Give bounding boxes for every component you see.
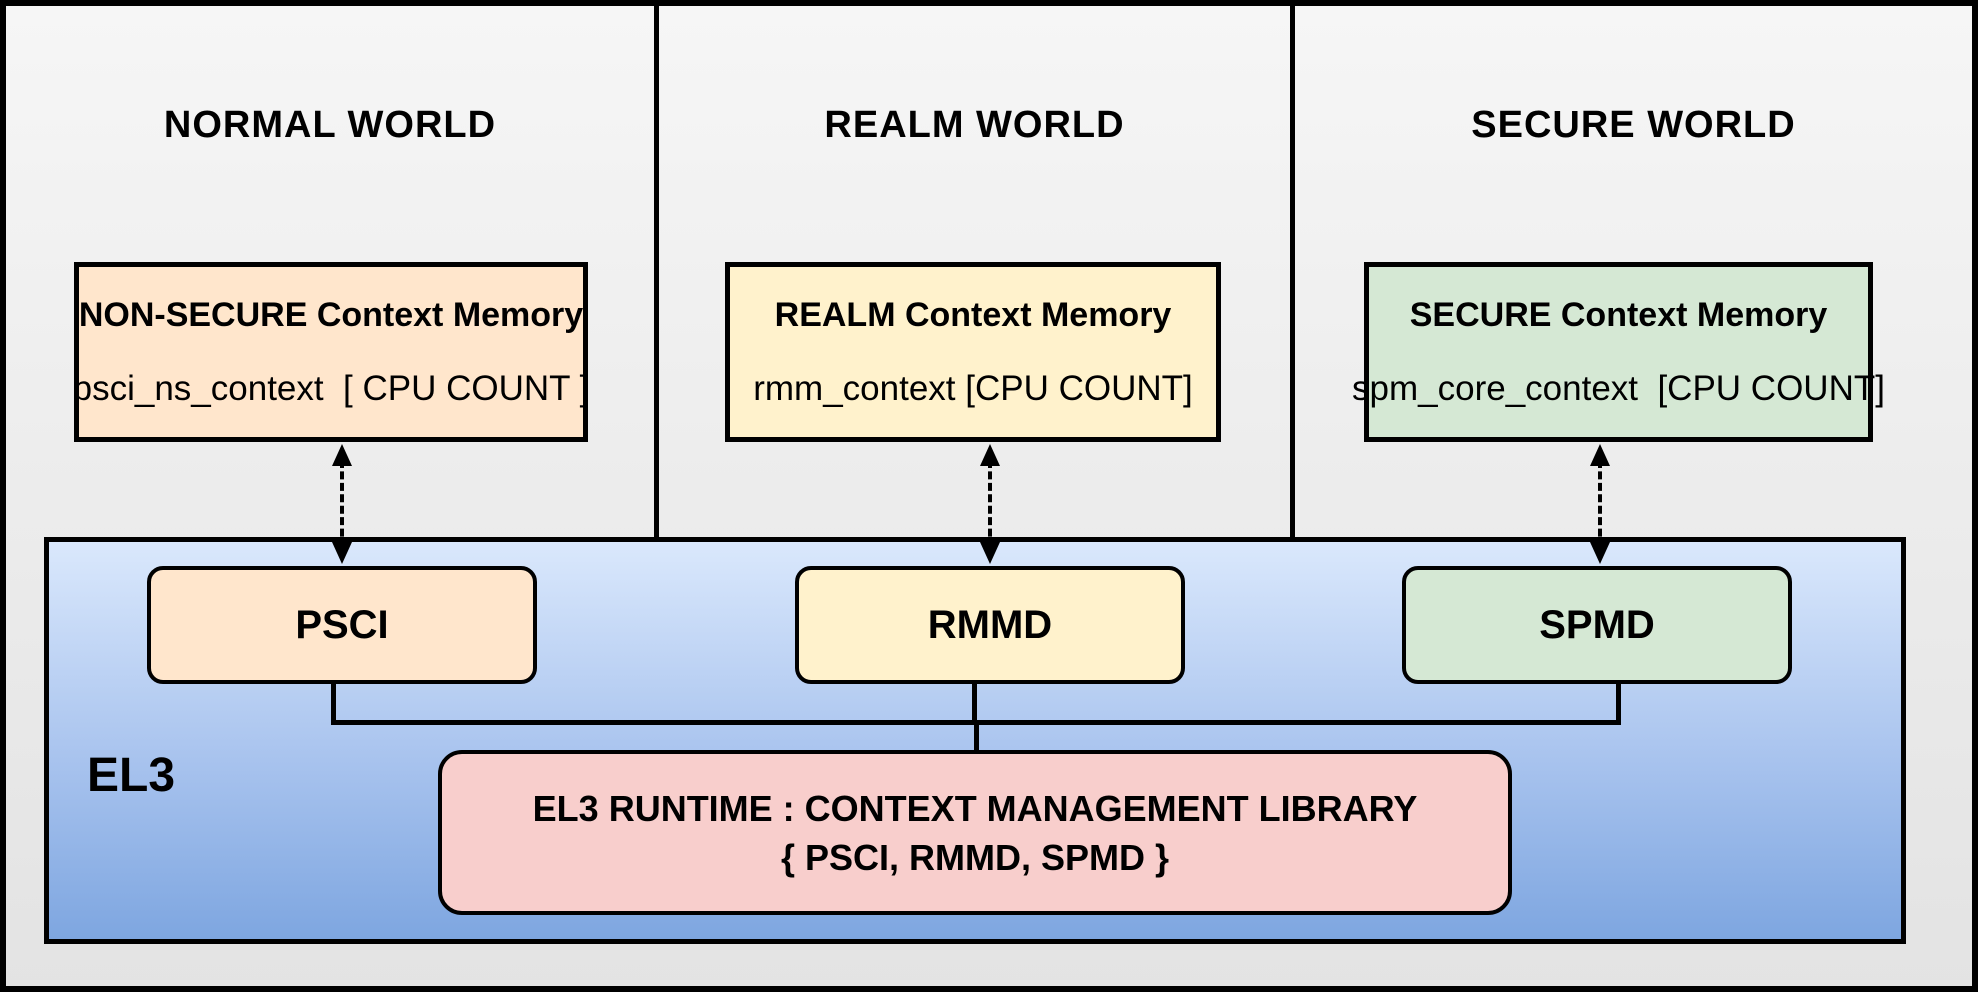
world-title-normal: NORMAL WORLD — [163, 104, 497, 146]
spmd-label: SPMD — [1539, 602, 1655, 647]
connector-bus-line — [331, 720, 1621, 725]
connector-psci-drop — [331, 680, 336, 725]
arrowhead-up-icon — [980, 444, 1000, 466]
el3-runtime-box: EL3 PSCI RMMD SPMD EL3 RUNTIME : CONTEXT… — [44, 537, 1906, 944]
world-title-secure: SECURE WORLD — [1471, 104, 1796, 146]
rmmd-box: RMMD — [795, 566, 1185, 684]
context-sync-arrow-realm — [975, 444, 1005, 564]
world-title-realm: REALM WORLD — [824, 104, 1125, 146]
dashed-line — [988, 460, 992, 548]
dashed-line — [340, 460, 344, 548]
arrowhead-down-icon — [980, 542, 1000, 564]
rmmd-label: RMMD — [927, 602, 1053, 647]
connector-spmd-drop — [1616, 680, 1621, 725]
context-memory-detail: spm_core_context [CPU COUNT] — [1352, 368, 1885, 408]
arrowhead-up-icon — [332, 444, 352, 466]
world-panel-normal: NORMAL WORLD NON-SECURE Context Memory p… — [6, 6, 654, 537]
library-box-line2: { PSCI, RMMD, SPMD } — [780, 836, 1170, 878]
context-memory-title: REALM Context Memory — [774, 295, 1172, 334]
connector-rmmd-drop — [972, 680, 977, 725]
world-panel-realm: REALM WORLD REALM Context Memory rmm_con… — [659, 6, 1290, 537]
dashed-line — [1598, 460, 1602, 548]
connector-library-drop — [974, 723, 979, 755]
context-sync-arrow-secure — [1585, 444, 1615, 564]
context-memory-title: SECURE Context Memory — [1409, 295, 1828, 334]
psci-box: PSCI — [147, 566, 537, 684]
spmd-box: SPMD — [1402, 566, 1792, 684]
library-box-line1: EL3 RUNTIME : CONTEXT MANAGEMENT LIBRARY — [532, 787, 1418, 829]
psci-label: PSCI — [295, 602, 389, 647]
context-memory-box-secure: SECURE Context Memory spm_core_context [… — [1352, 262, 1885, 442]
context-memory-box-nonsecure: NON-SECURE Context Memory psci_ns_contex… — [72, 262, 590, 442]
context-memory-detail: psci_ns_context [ CPU COUNT ] — [72, 368, 590, 408]
context-memory-title: NON-SECURE Context Memory — [78, 295, 584, 334]
panel-divider-realm-secure — [1290, 6, 1295, 538]
arrowhead-up-icon — [1590, 444, 1610, 466]
arrowhead-down-icon — [332, 542, 352, 564]
panel-divider-normal-realm — [654, 6, 659, 538]
el3-label: EL3 — [87, 749, 176, 802]
context-sync-arrow-normal — [327, 444, 357, 564]
arrowhead-down-icon — [1590, 542, 1610, 564]
context-management-library-box: EL3 RUNTIME : CONTEXT MANAGEMENT LIBRARY… — [438, 750, 1512, 915]
context-memory-detail: rmm_context [CPU COUNT] — [753, 368, 1193, 408]
world-panel-secure: SECURE WORLD SECURE Context Memory spm_c… — [1295, 6, 1972, 537]
context-memory-box-realm: REALM Context Memory rmm_context [CPU CO… — [725, 262, 1221, 442]
